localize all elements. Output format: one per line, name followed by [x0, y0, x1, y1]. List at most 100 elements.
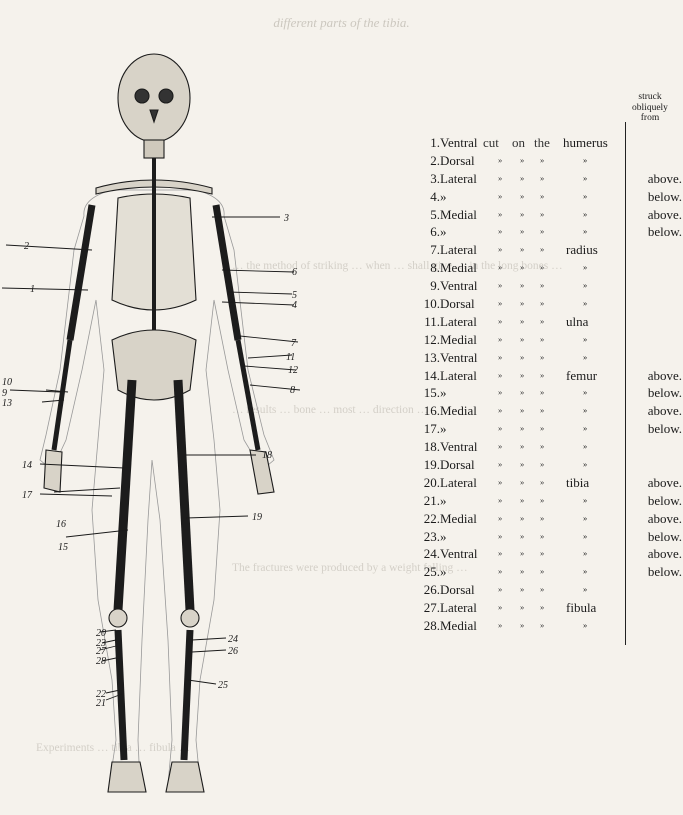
word-the: the: [534, 134, 550, 152]
figure-label-3: 3: [283, 213, 289, 224]
ditto-on: »: [520, 528, 524, 546]
ditto-cut: »: [498, 599, 502, 617]
ditto-the: »: [540, 277, 544, 295]
ditto-cut: »: [498, 510, 502, 528]
ditto-cut: »: [498, 223, 502, 241]
table-row: 9.Ventral»»»»: [400, 277, 682, 295]
bone-name: »: [583, 384, 587, 402]
figure-label-22: 22: [96, 689, 106, 700]
ditto-the: »: [540, 420, 544, 438]
bone-name: »: [583, 152, 587, 170]
ditto-the: »: [540, 223, 544, 241]
row-number: 19.: [400, 456, 440, 474]
bone-name: »: [583, 277, 587, 295]
pelvis: [112, 330, 196, 400]
bone-name: »: [583, 188, 587, 206]
row-number: 4.: [400, 188, 440, 206]
bone-name: »: [583, 170, 587, 188]
forearm-right: [238, 340, 258, 450]
figure-label-11: 11: [286, 352, 295, 363]
ditto-on: »: [520, 277, 524, 295]
ditto-cut: »: [498, 367, 502, 385]
cut-table: 1.Ventralcutonthehumerus2.Dorsal»»»»3.La…: [400, 134, 682, 635]
ditto-on: »: [520, 545, 524, 563]
ditto-the: »: [540, 152, 544, 170]
ditto-the: »: [540, 545, 544, 563]
word-cut: cut: [483, 134, 499, 152]
figure-label-16: 16: [56, 519, 66, 530]
table-row: 12.Medial»»»»: [400, 331, 682, 349]
ditto-cut: »: [498, 259, 502, 277]
table-row: 8.Medial»»»»: [400, 259, 682, 277]
bone-name: »: [583, 456, 587, 474]
struck-from: below.: [648, 188, 682, 206]
cut-direction: Medial: [440, 617, 477, 635]
hand-left: [44, 450, 62, 492]
header-line-3: from: [620, 113, 680, 124]
table-row: 11.Lateral»»»ulna: [400, 313, 682, 331]
row-number: 3.: [400, 170, 440, 188]
ditto-cut: »: [498, 492, 502, 510]
ditto-on: »: [520, 170, 524, 188]
table-row: 19.Dorsal»»»»: [400, 456, 682, 474]
tibia-right: [184, 630, 190, 760]
cut-direction: Lateral: [440, 367, 477, 385]
ditto-on: »: [520, 313, 524, 331]
cut-direction: Ventral: [440, 277, 478, 295]
row-number: 1.: [400, 134, 440, 152]
cut-direction: Dorsal: [440, 581, 475, 599]
bone-name: »: [583, 492, 587, 510]
ditto-the: »: [540, 474, 544, 492]
ditto-cut: »: [498, 581, 502, 599]
bone-name: »: [583, 528, 587, 546]
ditto-cut: »: [498, 402, 502, 420]
cut-direction: Lateral: [440, 170, 477, 188]
struck-from: below.: [648, 223, 682, 241]
word-on: on: [512, 134, 525, 152]
ditto-the: »: [540, 295, 544, 313]
cut-direction: Lateral: [440, 241, 477, 259]
cut-direction: »: [440, 492, 447, 510]
femur-left: [118, 380, 132, 610]
ditto-the: »: [540, 510, 544, 528]
ditto-on: »: [520, 492, 524, 510]
bone-name: »: [583, 402, 587, 420]
ditto-cut: »: [498, 617, 502, 635]
row-number: 27.: [400, 599, 440, 617]
row-number: 17.: [400, 420, 440, 438]
ditto-on: »: [520, 367, 524, 385]
ditto-on: »: [520, 206, 524, 224]
figure-label-24: 24: [228, 634, 238, 645]
struck-from: above.: [648, 367, 682, 385]
bone-name: »: [583, 259, 587, 277]
cut-direction: Dorsal: [440, 456, 475, 474]
row-number: 10.: [400, 295, 440, 313]
ditto-the: »: [540, 367, 544, 385]
ditto-the: »: [540, 170, 544, 188]
row-number: 14.: [400, 367, 440, 385]
ditto-the: »: [540, 349, 544, 367]
row-number: 7.: [400, 241, 440, 259]
cut-direction: »: [440, 420, 447, 438]
ditto-on: »: [520, 456, 524, 474]
cut-direction: »: [440, 563, 447, 581]
struck-obliquely-header: struck obliquely from: [620, 92, 680, 124]
ditto-cut: »: [498, 545, 502, 563]
ditto-the: »: [540, 528, 544, 546]
figure-label-19: 19: [252, 512, 262, 523]
bone-name: »: [583, 331, 587, 349]
figure-label-1: 1: [30, 284, 35, 295]
cut-direction: Lateral: [440, 599, 477, 617]
bone-name: »: [583, 295, 587, 313]
ditto-cut: »: [498, 474, 502, 492]
table-row: 27.Lateral»»»fibula: [400, 599, 682, 617]
struck-from: below.: [648, 420, 682, 438]
ditto-the: »: [540, 384, 544, 402]
ditto-on: »: [520, 617, 524, 635]
ditto-cut: »: [498, 277, 502, 295]
ditto-on: »: [520, 510, 524, 528]
table-row: 24.Ventral»»»»above.: [400, 545, 682, 563]
figure-label-4: 4: [292, 300, 297, 311]
struck-from: above.: [648, 170, 682, 188]
